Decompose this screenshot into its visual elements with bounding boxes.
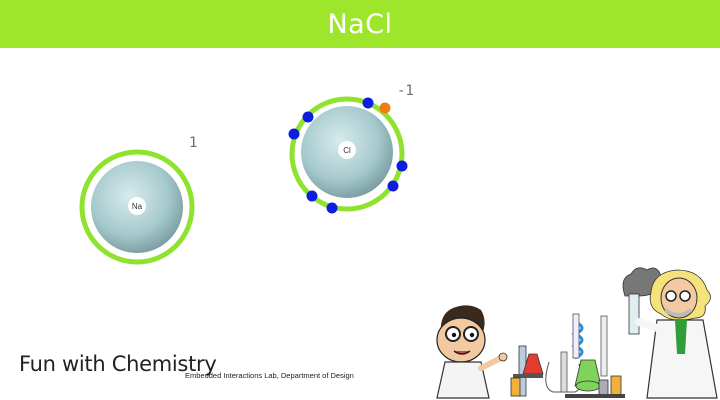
page-title: NaCl [327, 8, 393, 40]
footer-title: Fun with Chemistry [19, 352, 217, 376]
sodium-atom[interactable]: Na [79, 149, 195, 265]
chlorine-electron [306, 190, 318, 202]
chlorine-shell [289, 96, 405, 212]
chlorine-symbol: Cl [343, 146, 351, 155]
chlorine-atom[interactable]: Cl [288, 96, 408, 214]
title-bar: NaCl [0, 0, 720, 48]
chlorine-electron [302, 111, 314, 123]
chlorine-electron [387, 180, 399, 192]
chlorine-electron [396, 160, 408, 172]
sodium-label-bubble [128, 197, 146, 215]
scientist-professor-icon [622, 267, 718, 399]
chlorine-electron [362, 97, 374, 109]
transferred-electron [379, 102, 391, 114]
footer-subtitle: Embedded Interactions Lab, Department of… [185, 371, 354, 380]
lab-glassware-icon [510, 313, 625, 398]
sodium-symbol: Na [132, 202, 143, 211]
lab-illustration [436, 267, 718, 399]
scientist-boy-icon [436, 305, 508, 399]
sodium-charge: 1 [189, 135, 198, 151]
chlorine-charge: -1 [397, 83, 414, 99]
chlorine-electron [326, 202, 338, 214]
chlorine-electron [288, 128, 300, 140]
sodium-shell [79, 149, 195, 265]
chlorine-label-bubble [338, 141, 356, 159]
